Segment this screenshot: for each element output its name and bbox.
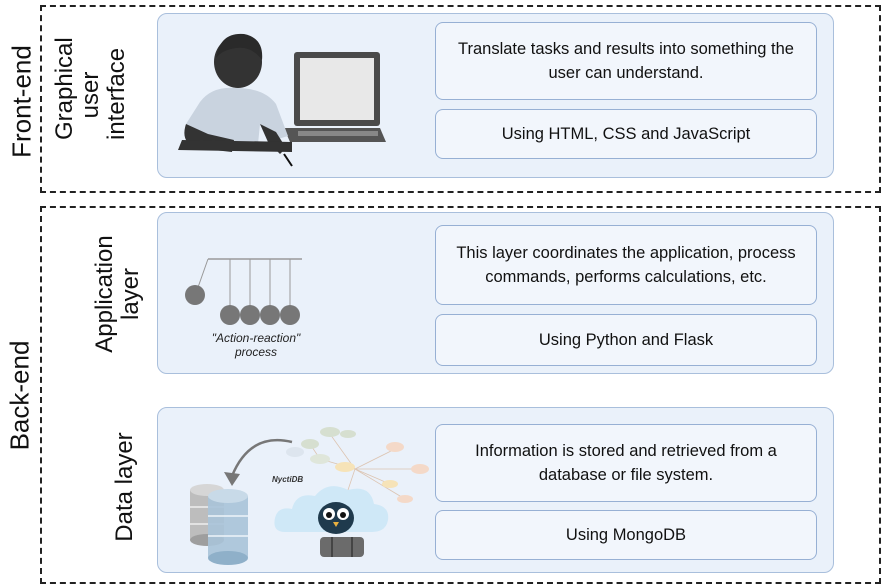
laptop-screen — [300, 58, 374, 120]
application-illustration-caption: "Action-reaction" process — [196, 331, 316, 359]
data-label-line: Data layer — [111, 432, 138, 542]
application-label-line: Application — [91, 235, 118, 353]
database-cloud-illustration — [190, 427, 429, 565]
cradle-ball — [220, 305, 240, 325]
pen-icon — [283, 153, 293, 167]
gui-label-line: Graphical — [51, 37, 78, 140]
gui-description-box: Translate tasks and results into somethi… — [435, 22, 817, 100]
application-description-box: This layer coordinates the application, … — [435, 225, 817, 305]
gui-layer-label: Graphical user interface — [51, 37, 130, 140]
data-technology-box: Using MongoDB — [435, 510, 817, 560]
curved-arrow-icon — [230, 438, 293, 477]
caption-line: process — [234, 345, 278, 359]
application-technology-box: Using Python and Flask — [435, 314, 817, 366]
cradle-ball — [185, 285, 205, 305]
caption-line: "Action-reaction" — [211, 331, 301, 345]
backend-label: Back-end — [4, 340, 35, 451]
person-desk-arm — [178, 140, 292, 152]
backend-section — [40, 206, 881, 584]
person-hair — [216, 33, 263, 60]
person-shirt — [186, 87, 288, 144]
gui-technology-box: Using HTML, CSS and JavaScript — [435, 109, 817, 159]
barrel-icon — [320, 537, 364, 557]
nyctidb-label: NyctiDB — [272, 475, 304, 484]
application-layer-label: Application layer — [91, 234, 144, 354]
data-description-box: Information is stored and retrieved from… — [435, 424, 817, 502]
cradle-ball — [260, 305, 280, 325]
database-stack-icon — [190, 484, 248, 565]
data-layer-label: Data layer — [111, 427, 138, 547]
person-laptop-illustration — [178, 33, 386, 167]
gui-label-line: interface — [103, 47, 130, 140]
frontend-label: Front-end — [6, 45, 37, 158]
cradle-ball — [240, 305, 260, 325]
cradle-ball — [280, 305, 300, 325]
frontend-section — [40, 5, 881, 193]
application-label-line: layer — [117, 267, 144, 321]
gui-label-line: user — [77, 71, 104, 119]
newtons-cradle-illustration — [185, 258, 302, 325]
owl-mascot-icon — [318, 502, 354, 534]
